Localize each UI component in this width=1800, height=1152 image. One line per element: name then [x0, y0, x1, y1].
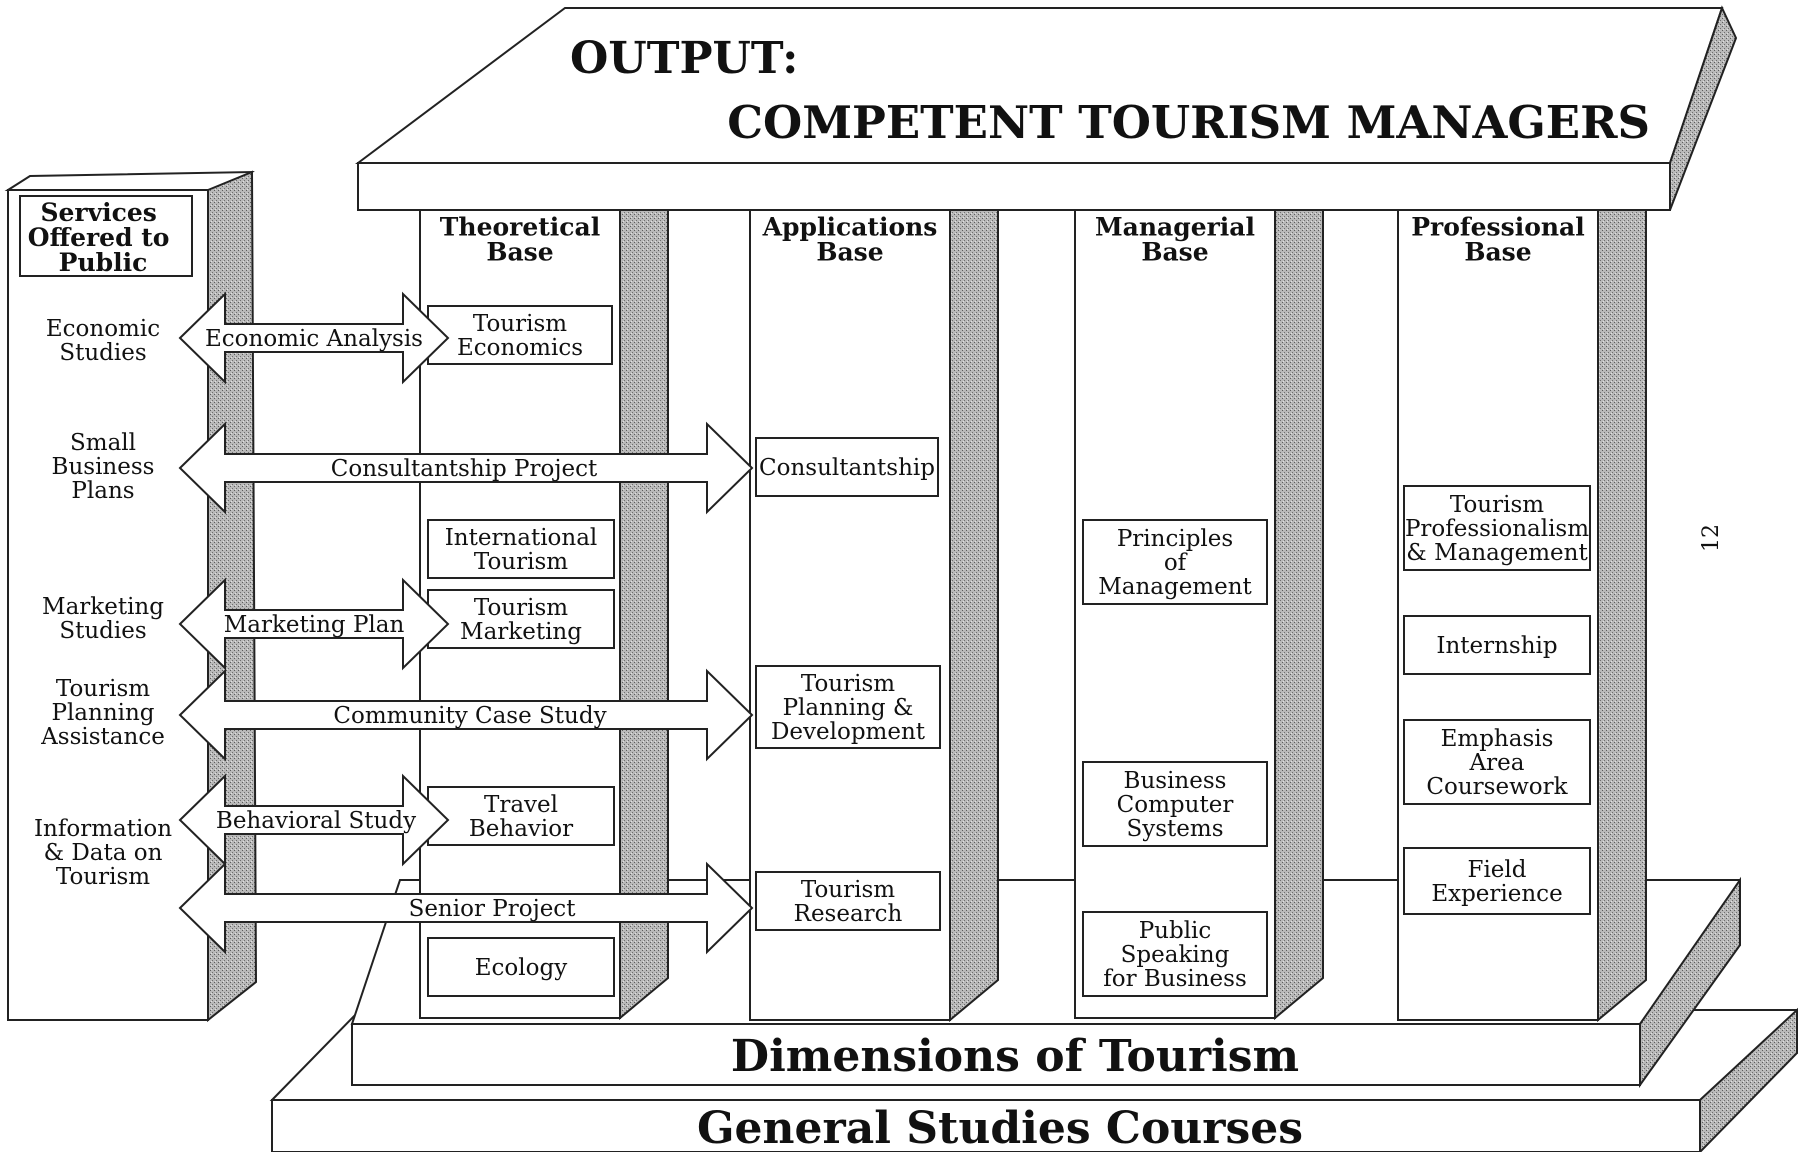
- course-box: Internship: [1403, 615, 1591, 675]
- general-studies-label: General Studies Courses: [697, 1103, 1303, 1152]
- course-box: Ecology: [427, 937, 615, 997]
- course-label: Ecology: [475, 955, 567, 981]
- double-arrow: Behavioral Study: [178, 773, 450, 867]
- arrow-label: Economic Analysis: [205, 326, 423, 352]
- output-roof: OUTPUT: COMPETENT TOURISM MANAGERS: [354, 5, 1738, 211]
- course-label: Internship: [1436, 633, 1557, 659]
- services-column: Services Offered to Public: [4, 170, 258, 1023]
- arrow-label: Behavioral Study: [216, 808, 416, 834]
- arrow-label: Marketing Plan: [224, 612, 405, 638]
- output-label: OUTPUT:: [570, 33, 798, 84]
- double-arrow: Community Case Study: [178, 668, 754, 762]
- services-title-box: [19, 195, 193, 277]
- course-box: Consultantship: [755, 437, 939, 497]
- output-title: COMPETENT TOURISM MANAGERS: [727, 96, 1650, 149]
- double-arrow: Economic Analysis: [178, 291, 450, 385]
- page-number: 12: [1699, 524, 1724, 552]
- arrow-label: Senior Project: [409, 896, 577, 922]
- double-arrow: Senior Project: [178, 861, 754, 955]
- double-arrow: Marketing Plan: [178, 577, 450, 671]
- course-label: Consultantship: [759, 455, 935, 481]
- double-arrow: Consultantship Project: [178, 421, 754, 515]
- arrow-label: Consultantship Project: [331, 456, 598, 482]
- dimensions-of-tourism-label: Dimensions of Tourism: [731, 1031, 1299, 1082]
- services-title: Services Offered to Public: [28, 198, 178, 277]
- arrow-label: Community Case Study: [333, 703, 606, 729]
